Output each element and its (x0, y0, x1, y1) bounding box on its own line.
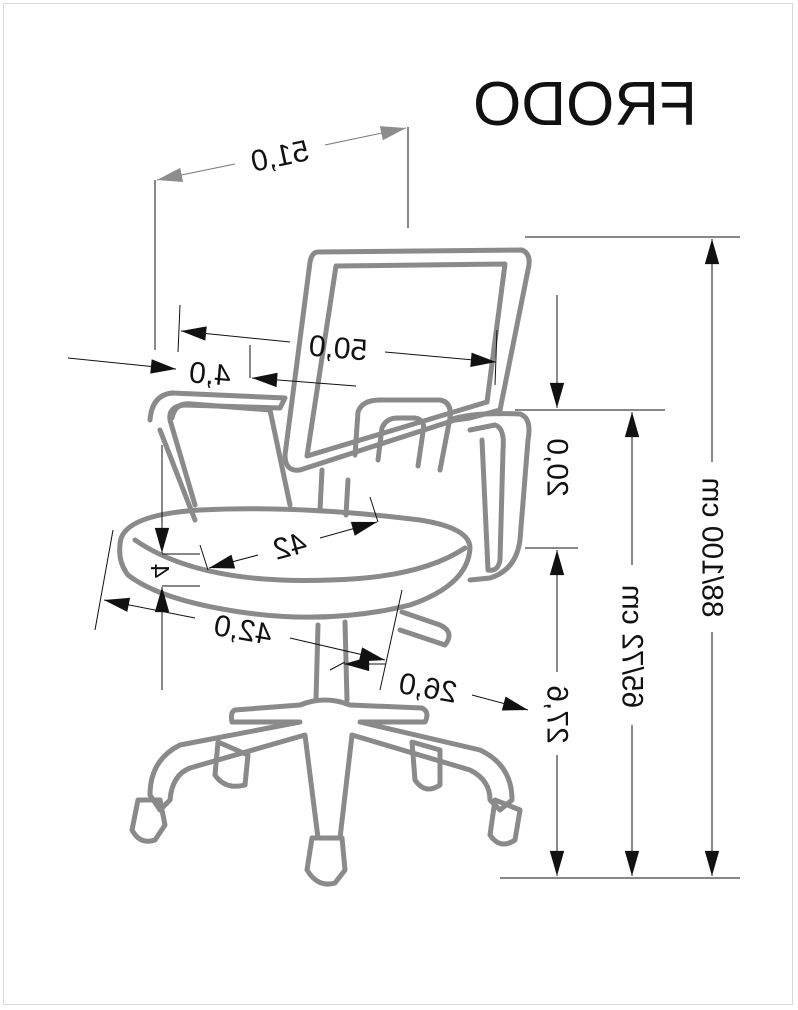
label-overall-width: 51,0 (248, 134, 312, 178)
label-seat-height: 65/72 cm (616, 585, 649, 708)
label-backrest-height: 20,0 (541, 438, 574, 496)
label-base-to-armrest: 27,6 (541, 685, 574, 743)
label-total-height: 88/100 cm (696, 477, 729, 617)
base (147, 697, 515, 841)
title: FRODO (473, 70, 697, 139)
dimension-lines (67, 126, 740, 879)
label-seat-depth: 42 (270, 526, 311, 567)
left-armrest (147, 390, 293, 523)
dimension-labels: FRODO 51,0 50,0 4,0 42 4 42,0 26,0 20,0 … (145, 70, 729, 744)
right-armrest (447, 411, 532, 583)
chair-drawing (117, 247, 532, 887)
backrest (282, 247, 532, 518)
label-base-radius: 26,0 (396, 667, 459, 710)
casters (129, 739, 523, 887)
label-backrest-width: 50,0 (307, 330, 368, 368)
image-frame (3, 3, 793, 1005)
seat (117, 506, 473, 620)
label-seat-thickness: 4 (145, 564, 175, 578)
label-armrest-offset: 4,0 (188, 356, 232, 393)
